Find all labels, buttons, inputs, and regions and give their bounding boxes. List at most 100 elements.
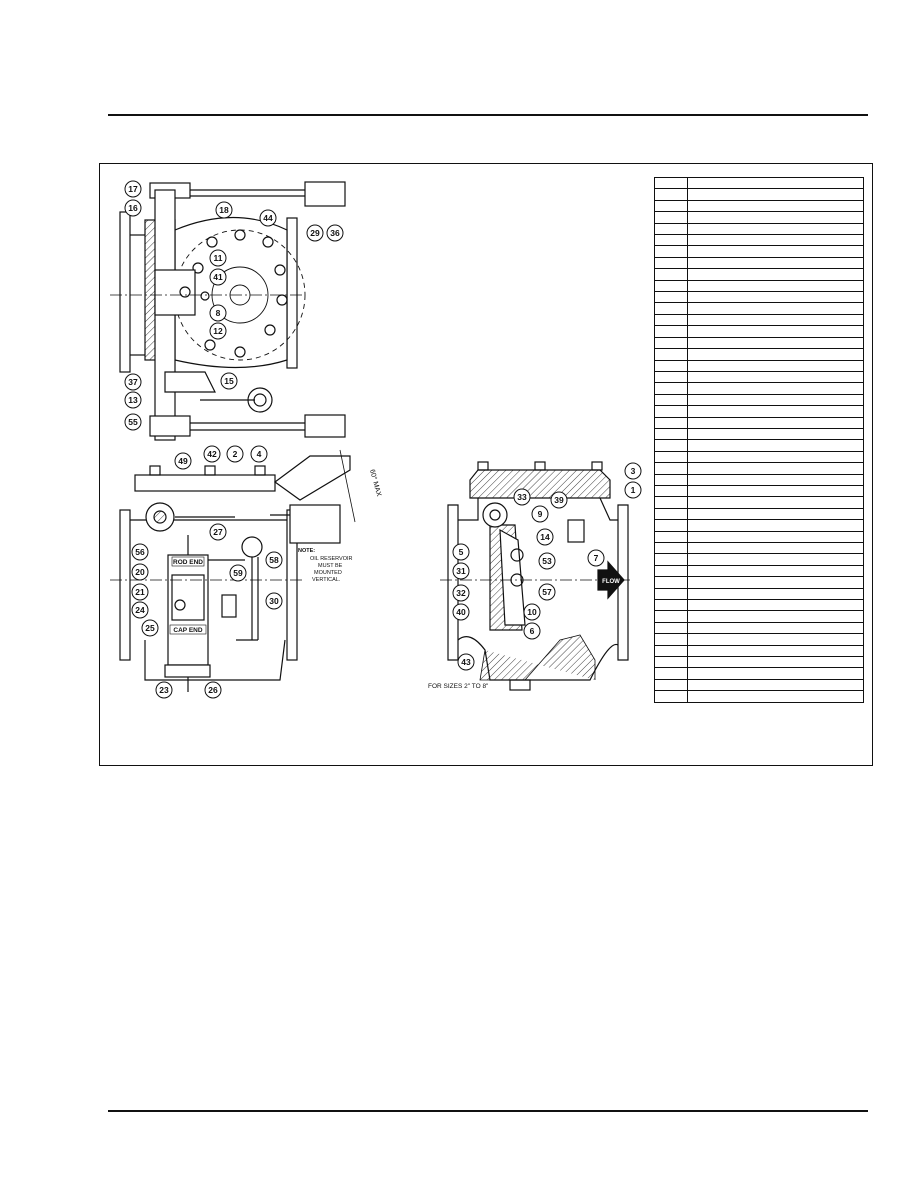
rod-end-label: ROD END [173,559,203,566]
callout-2: 2 [233,449,238,459]
parts-table-row [654,678,864,692]
parts-table-desc-cell [687,199,864,213]
parts-table-item-cell [654,382,688,395]
parts-table-row [654,359,864,372]
callout-55: 55 [128,417,138,427]
parts-table-desc-cell [687,564,864,578]
parts-table-item-cell [654,484,688,498]
parts-table-desc-cell [687,530,864,544]
parts-table-item-cell [654,416,688,429]
parts-table-row [654,427,864,441]
parts-table-item-cell [654,667,688,680]
parts-table-desc-cell [687,268,864,281]
parts-table-row [654,587,864,601]
parts-table-row [654,382,864,395]
parts-table-desc-cell [687,279,864,293]
parts-table-desc-cell [687,587,864,601]
parts-table-desc-cell [687,348,864,361]
parts-table-item-cell [654,541,688,555]
parts-table-row [654,599,864,612]
callout-57: 57 [542,587,552,597]
parts-table-desc-cell [687,336,864,350]
note-title: NOTE: [298,548,315,554]
callout-6: 6 [530,626,535,636]
callout-4: 4 [257,449,262,459]
parts-table-row [654,450,864,464]
parts-table-row [654,576,864,589]
callout-32: 32 [456,588,466,598]
callout-14: 14 [540,532,550,542]
callout-53: 53 [542,556,552,566]
parts-table-item-cell [654,587,688,601]
parts-table-row [654,473,864,486]
callout-18: 18 [219,205,229,215]
parts-table-row [654,610,864,623]
parts-table-desc-cell [687,416,864,429]
parts-table-item-cell [654,462,688,475]
parts-table-item-cell [654,268,688,281]
parts-table-desc-cell [687,610,864,623]
parts-table-row [654,553,864,566]
callout-36: 36 [330,228,340,238]
callout-49: 49 [178,456,188,466]
callout-3: 3 [631,466,636,476]
flow-label: FLOW [602,579,620,585]
parts-table-item-cell [654,439,688,452]
note-line-1: OIL RESERVOIR [310,556,353,562]
parts-table-row [654,199,864,213]
parts-table-row [654,644,864,658]
callout-40: 40 [456,607,466,617]
parts-table-row [654,336,864,350]
callout-12: 12 [213,326,223,336]
parts-table-desc-cell [687,291,864,304]
parts-table-row [654,496,864,509]
parts-table-row [654,462,864,475]
parts-table-row [654,667,864,680]
parts-table-desc-cell [687,553,864,566]
parts-table-desc-cell [687,427,864,441]
parts-table-desc-cell [687,211,864,224]
parts-table-desc-cell [687,234,864,247]
parts-list-table [654,176,864,703]
parts-table-row [654,633,864,646]
parts-table-desc-cell [687,507,864,521]
parts-table-item-cell [654,359,688,372]
note-line-4: VERTICAL. [312,577,341,583]
parts-table-item-cell [654,405,688,418]
callout-29: 29 [310,228,320,238]
parts-table-item-cell [654,564,688,578]
parts-table-item-cell [654,302,688,315]
parts-table-desc-cell [687,382,864,395]
callout-26: 26 [208,685,218,695]
parts-table-row [654,416,864,429]
callout-37: 37 [128,377,138,387]
callout-44: 44 [263,213,273,223]
callout-42: 42 [207,449,217,459]
callout-41: 41 [213,272,223,282]
parts-table-desc-cell [687,313,864,327]
parts-table-desc-cell [687,621,864,635]
parts-table-item-cell [654,553,688,566]
callout-24: 24 [135,605,145,615]
parts-table-row [654,291,864,304]
parts-table-desc-cell [687,222,864,236]
parts-table-desc-cell [687,405,864,418]
parts-table-desc-cell [687,678,864,692]
parts-table-item-cell [654,325,688,338]
callouts: 17 16 18 44 29 36 11 41 8 12 37 15 13 55… [124,180,642,699]
parts-table-item-cell [654,313,688,327]
parts-table-row [654,313,864,327]
top-view [110,181,346,441]
callout-59: 59 [233,568,243,578]
parts-table-desc-cell [687,656,864,669]
header-rule [108,114,868,116]
footer-rule [108,1110,868,1112]
callout-11: 11 [214,253,223,263]
parts-table-item-cell [654,199,688,213]
callout-8: 8 [216,308,221,318]
parts-table-desc-cell [687,633,864,646]
callout-9: 9 [538,509,543,519]
parts-table-row [654,656,864,669]
cap-end-label: CAP END [173,627,202,634]
